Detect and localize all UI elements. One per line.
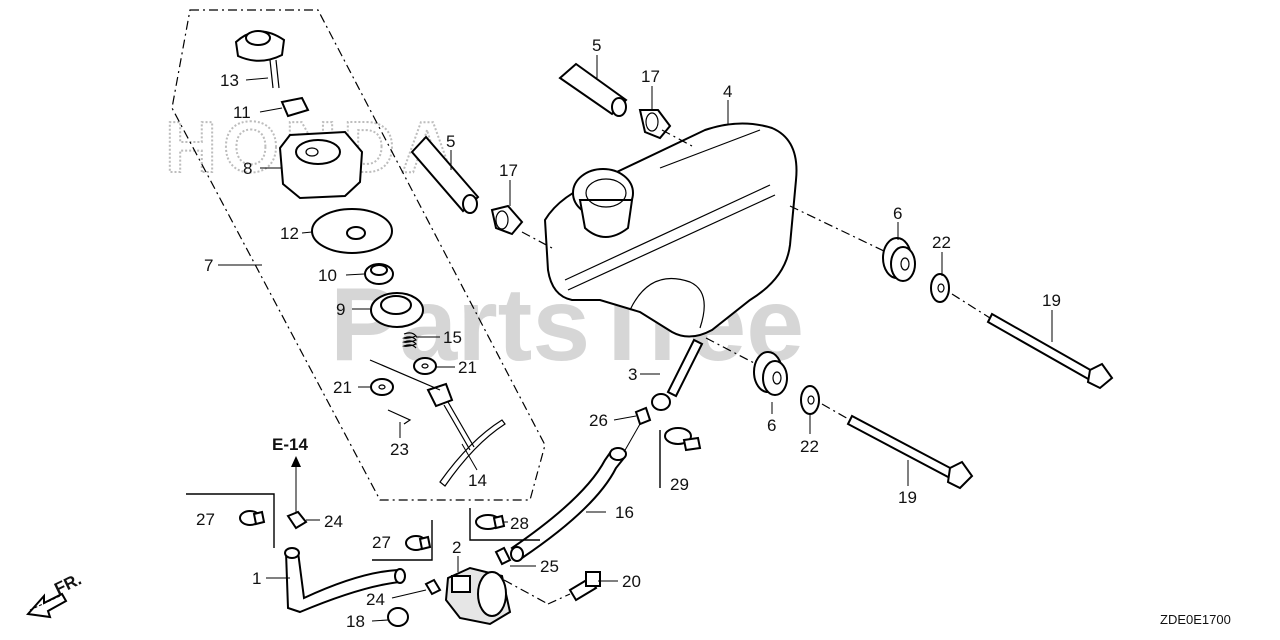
callout-5-upper[interactable]: 5	[592, 36, 601, 55]
fuel-valve-2[interactable]	[444, 566, 512, 626]
washer-21-upper[interactable]	[413, 357, 437, 375]
grommet-17-lower[interactable]	[490, 204, 524, 236]
clamp-27-mid[interactable]	[405, 535, 432, 551]
washer-22-lower[interactable]	[800, 385, 820, 415]
gasket-12[interactable]	[311, 208, 393, 254]
bracket-27-mid	[372, 520, 433, 561]
callout-19-upper[interactable]: 19	[1042, 291, 1061, 310]
clip-25[interactable]	[494, 546, 512, 566]
clamp-29[interactable]	[664, 427, 702, 452]
callout-12[interactable]: 12	[280, 224, 299, 243]
callout-4[interactable]: 4	[723, 82, 732, 101]
callout-24-lower[interactable]: 24	[366, 590, 385, 609]
callout-1[interactable]: 1	[252, 569, 261, 588]
bolt-20[interactable]	[568, 571, 601, 602]
knob-13[interactable]	[234, 30, 286, 89]
callout-9[interactable]: 9	[336, 300, 345, 319]
mount-6-lower[interactable]	[753, 351, 788, 396]
clip-24-lower[interactable]	[424, 578, 442, 596]
callout-27-mid[interactable]: 27	[372, 533, 391, 552]
seal-9[interactable]	[370, 292, 424, 328]
callout-24-upper[interactable]: 24	[324, 512, 343, 531]
callout-21-lower[interactable]: 21	[333, 378, 352, 397]
callout-26[interactable]: 26	[589, 411, 608, 430]
ring-10[interactable]	[364, 263, 394, 285]
ref-page-label: E-14	[272, 435, 308, 454]
callout-21-upper[interactable]: 21	[458, 358, 477, 377]
bracket-28	[469, 508, 540, 541]
callout-27-left[interactable]: 27	[196, 510, 215, 529]
clip-24-upper[interactable]	[286, 510, 308, 530]
callout-29[interactable]: 29	[670, 475, 689, 494]
callout-20[interactable]: 20	[622, 572, 641, 591]
bolt-3[interactable]	[651, 338, 704, 411]
nut-18[interactable]	[387, 607, 409, 627]
callout-16[interactable]: 16	[615, 503, 634, 522]
fuel-tube-1[interactable]	[284, 547, 406, 614]
callout-10[interactable]: 10	[318, 266, 337, 285]
washer-21-lower[interactable]	[370, 378, 394, 396]
callout-6-lower[interactable]: 6	[767, 416, 776, 435]
strainer-14[interactable]	[369, 359, 506, 487]
cap-assembly-outline	[171, 9, 546, 501]
callout-15[interactable]: 15	[443, 328, 462, 347]
callout-3[interactable]: 3	[628, 365, 637, 384]
bolt-19-upper[interactable]	[986, 312, 1114, 390]
callout-22-lower[interactable]: 22	[800, 437, 819, 456]
callout-22-upper[interactable]: 22	[932, 233, 951, 252]
callout-labels: 13 11 8 12 7 10 9 15 21 21 23 14 5 17 4 …	[196, 36, 1061, 631]
callout-19-lower[interactable]: 19	[898, 488, 917, 507]
assembly-lines	[503, 129, 991, 605]
fuel-cap-8[interactable]	[278, 130, 364, 200]
grommet-17-upper[interactable]	[638, 109, 672, 140]
callout-17-upper[interactable]: 17	[641, 67, 660, 86]
callout-14[interactable]: 14	[468, 471, 487, 490]
callout-8[interactable]: 8	[243, 159, 252, 178]
clamp-27-left[interactable]	[239, 510, 266, 526]
mount-6-upper[interactable]	[882, 237, 916, 282]
bolt-19-lower[interactable]	[846, 414, 974, 490]
tube-5-upper[interactable]	[558, 62, 628, 117]
washer-22-upper[interactable]	[930, 273, 950, 303]
fuel-tank-4[interactable]	[543, 122, 798, 338]
callout-28[interactable]: 28	[510, 514, 529, 533]
clip-26[interactable]	[634, 406, 652, 426]
callout-2[interactable]: 2	[452, 538, 461, 557]
spring-15[interactable]	[401, 332, 417, 349]
callout-5-lower[interactable]: 5	[446, 132, 455, 151]
clamp-28[interactable]	[475, 514, 506, 530]
callout-25[interactable]: 25	[540, 557, 559, 576]
fr-label: FR.	[51, 570, 84, 599]
diagram-code: ZDE0E1700	[1160, 612, 1231, 627]
callout-11[interactable]: 11	[233, 103, 251, 122]
bracket-27-left	[186, 493, 275, 548]
plate-11[interactable]	[280, 96, 310, 118]
tube-5-lower[interactable]	[410, 135, 480, 214]
leader-lines	[218, 55, 1053, 622]
callout-23[interactable]: 23	[390, 440, 409, 459]
fr-direction-arrow	[26, 592, 68, 619]
ref-arrow-head	[291, 456, 301, 467]
callout-6-upper[interactable]: 6	[893, 204, 902, 223]
callout-18[interactable]: 18	[346, 612, 365, 631]
fuel-hose-16[interactable]	[510, 447, 627, 562]
callout-13[interactable]: 13	[220, 71, 239, 90]
callout-7[interactable]: 7	[204, 256, 213, 275]
callout-17-lower[interactable]: 17	[499, 161, 518, 180]
pin-23[interactable]	[387, 409, 412, 425]
